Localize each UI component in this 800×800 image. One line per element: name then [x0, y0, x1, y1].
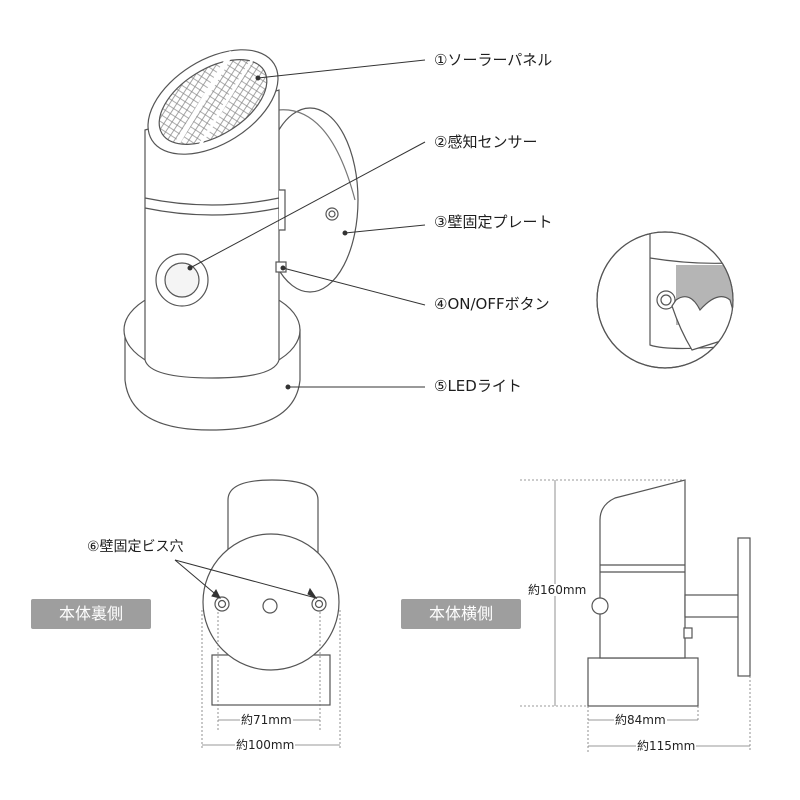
main-view	[123, 49, 359, 431]
label-led-light: ⑤LEDライト	[434, 377, 522, 395]
badge-back-view: 本体裏側	[31, 599, 151, 629]
sensor-lens	[164, 262, 200, 298]
badge-side-view: 本体横側	[401, 599, 521, 629]
label-wall-plate: ③壁固定プレート	[434, 213, 553, 231]
label-motion-sensor: ②感知センサー	[434, 133, 538, 151]
dim-side-height: 約160mm	[527, 583, 588, 597]
dim-side-base: 約84mm	[614, 713, 667, 727]
dim-side-total: 約115mm	[636, 739, 697, 753]
dim-back-outer: 約100mm	[235, 738, 296, 752]
callout-leaders	[187, 59, 426, 390]
back-view	[202, 479, 340, 706]
button-inset	[596, 231, 734, 369]
label-power-button: ④ON/OFFボタン	[434, 295, 550, 313]
label-solar-panel: ①ソーラーパネル	[434, 51, 553, 69]
dim-back-inner: 約71mm	[240, 713, 293, 727]
side-view	[587, 479, 751, 707]
screw-hole-leaders	[174, 559, 318, 600]
label-screw-holes: ⑥壁固定ビス穴	[87, 539, 184, 555]
